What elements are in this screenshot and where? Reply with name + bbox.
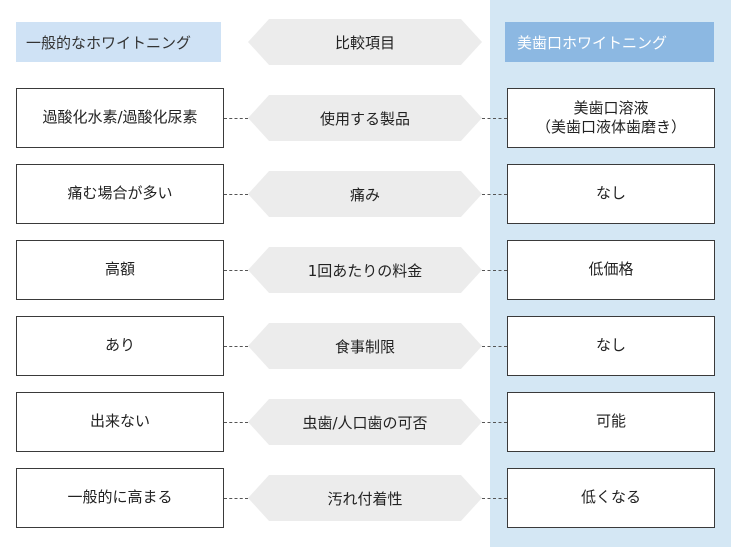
row-4-general: あり xyxy=(16,316,224,376)
row-5-item: 虫歯/人口歯の可否 xyxy=(248,399,482,445)
row-6-general: 一般的に高まる xyxy=(16,468,224,528)
row-6-item: 汚れ付着性 xyxy=(248,475,482,521)
row-4-connector-left xyxy=(224,346,248,347)
row-6-connector-right xyxy=(482,498,507,499)
row-4-item: 食事制限 xyxy=(248,323,482,369)
row-2-connector-right xyxy=(482,194,507,195)
header-general-whitening: 一般的なホワイトニング xyxy=(16,22,221,62)
row-1-general: 過酸化水素/過酸化尿素 xyxy=(16,88,224,148)
row-2-connector-left xyxy=(224,194,248,195)
row-3-bishikou: 低価格 xyxy=(507,240,715,300)
row-1-item: 使用する製品 xyxy=(248,95,482,141)
row-3-connector-left xyxy=(224,270,248,271)
row-2-bishikou: なし xyxy=(507,164,715,224)
row-5-general: 出来ない xyxy=(16,392,224,452)
row-4-connector-right xyxy=(482,346,507,347)
row-6-connector-left xyxy=(224,498,248,499)
row-6-bishikou: 低くなる xyxy=(507,468,715,528)
row-4-bishikou: なし xyxy=(507,316,715,376)
row-5-connector-right xyxy=(482,422,507,423)
row-3-general: 高額 xyxy=(16,240,224,300)
row-5-connector-left xyxy=(224,422,248,423)
header-bishikou-whitening: 美歯口ホワイトニング xyxy=(505,22,714,62)
row-1-connector-right xyxy=(482,118,507,119)
row-3-item: 1回あたりの料金 xyxy=(248,247,482,293)
header-comparison-item: 比較項目 xyxy=(248,19,482,65)
row-2-item: 痛み xyxy=(248,171,482,217)
row-2-general: 痛む場合が多い xyxy=(16,164,224,224)
row-1-connector-left xyxy=(224,118,248,119)
row-5-bishikou: 可能 xyxy=(507,392,715,452)
row-1-bishikou: 美歯口溶液 （美歯口液体歯磨き） xyxy=(507,88,715,148)
row-3-connector-right xyxy=(482,270,507,271)
